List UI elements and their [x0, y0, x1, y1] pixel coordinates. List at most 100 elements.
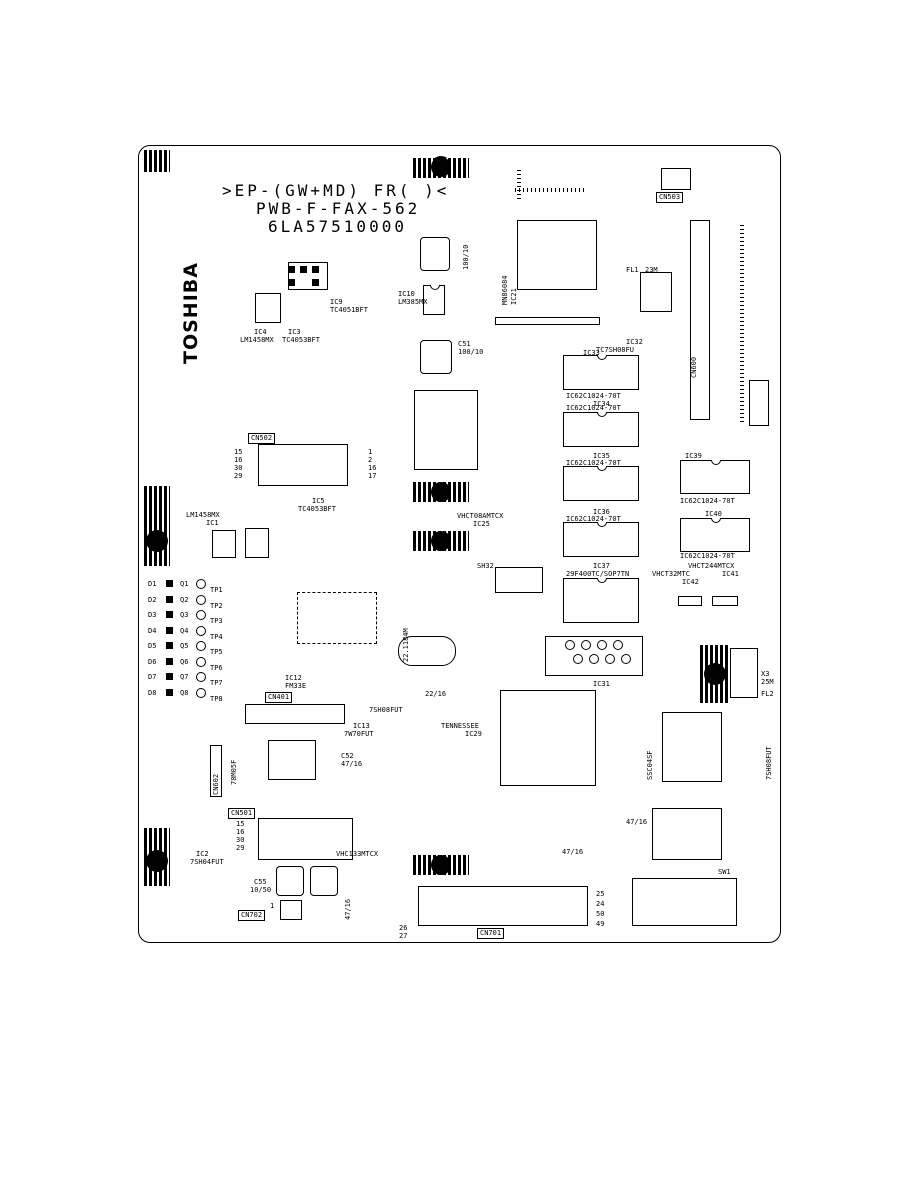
- r63-r66-pack: [495, 567, 543, 593]
- diode-body: [166, 611, 173, 618]
- c55-val: 10/50: [250, 886, 272, 894]
- ic2-part: 7SH04FUT: [190, 858, 224, 866]
- cn701-connector: [418, 886, 588, 926]
- cn600-connector: [690, 220, 710, 420]
- r-array-top: [515, 188, 585, 192]
- test-point-label: TP4: [210, 633, 223, 641]
- cn501-connector: [258, 818, 353, 860]
- board-title-line3: 6LA57510000: [268, 217, 407, 236]
- ic73-part: VHC133MTCX: [336, 850, 379, 858]
- x3-crystal: [730, 648, 758, 698]
- x1-val: 22.1184M: [402, 628, 410, 662]
- ic10-part: LM385MX: [398, 298, 428, 306]
- ic1-part: LM1458MX: [186, 511, 220, 519]
- mounting-hole-left-1: [146, 530, 168, 552]
- ic41-ref: IC41: [722, 570, 739, 578]
- ic3-ref: IC3: [288, 328, 301, 336]
- sw1-label: SW1: [718, 868, 731, 876]
- c55-cap: [276, 866, 304, 896]
- board-title-line1: >EP-(GW+MD) FR( )<: [222, 181, 450, 200]
- diode-label: D3: [148, 611, 157, 619]
- ic39-chip: [680, 460, 750, 494]
- cn502-pin-2: 2: [368, 456, 373, 464]
- ic36-chip: [563, 522, 639, 557]
- pad-2: [581, 640, 591, 650]
- ic37-chip: [563, 578, 639, 623]
- r-pack-t6: [495, 317, 600, 325]
- ic4-chip: [255, 293, 281, 323]
- transistor-label: Q4: [180, 627, 189, 635]
- mounting-hole-mid-1: [431, 482, 451, 502]
- transistor-label: Q6: [180, 658, 189, 666]
- c52-val: 47/16: [341, 760, 363, 768]
- ic8-part: 78M05F: [230, 759, 238, 785]
- ic42-part: VHCT244MTCX: [688, 562, 735, 570]
- cn502-pin-1: 1: [368, 448, 373, 456]
- toshiba-logo: TOSHIBA: [180, 262, 202, 364]
- ic37-part: 29F400TC/SOP7TN: [566, 570, 630, 578]
- ic34-ref: IC34: [593, 400, 610, 408]
- board-title-line2: PWB-F-FAX-562: [256, 199, 421, 218]
- ic1-chip: [212, 530, 236, 558]
- pcb-board-outline: [138, 145, 781, 943]
- ic53-part: SSC04SF: [646, 750, 654, 780]
- test-point-label: TP5: [210, 648, 223, 656]
- ic53-chip: [662, 712, 722, 782]
- edge-pad-left-top: [144, 150, 170, 172]
- cn502-pin-16: 16: [234, 456, 243, 464]
- c118-val: 47/16: [626, 818, 648, 826]
- c52-label: C52: [341, 752, 354, 760]
- ic21-chip: [517, 220, 597, 290]
- cn701-pin-27: 27: [399, 932, 408, 940]
- ic34-part: IC62C1024-70T: [566, 404, 621, 412]
- c51-cap: [420, 340, 452, 374]
- pad-6: [589, 654, 599, 664]
- cn401-label: CN401: [265, 692, 293, 703]
- transistor-label: Q5: [180, 642, 189, 650]
- c55-label: C55: [254, 878, 267, 886]
- mounting-hole-left-2: [146, 850, 168, 872]
- cn502-pin-16r: 16: [368, 464, 377, 472]
- ic21-ref: IC21: [510, 288, 518, 305]
- ic8-chip: [268, 740, 316, 780]
- smd-d10: [288, 266, 295, 273]
- ic29-part: TENNESSEE: [441, 722, 479, 730]
- c51-label: C51: [458, 340, 471, 348]
- fl2-label: FL2: [761, 690, 774, 698]
- ic35-ref: IC35: [593, 452, 610, 460]
- ic39-ref: IC39: [685, 452, 702, 460]
- ic33-chip: [563, 355, 639, 390]
- ic3-part: TC4053BFT: [282, 336, 320, 344]
- ic29-ref: IC29: [465, 730, 482, 738]
- ic1-ref: IC1: [206, 519, 219, 527]
- fl1-label: FL1: [626, 266, 639, 274]
- transistor-label: Q1: [180, 580, 189, 588]
- c88-val: 22/16: [425, 690, 447, 698]
- ic5-ref: IC5: [312, 497, 325, 505]
- diode-label: D7: [148, 673, 157, 681]
- ic9-ref: IC9: [330, 298, 343, 306]
- ic12-part: FM33E: [285, 682, 307, 690]
- diode-body: [166, 627, 173, 634]
- ic42-ref: IC42: [682, 578, 699, 586]
- cn702-label: CN702: [238, 910, 266, 921]
- pad-8: [621, 654, 631, 664]
- pad-4: [613, 640, 623, 650]
- x2-crystal: [640, 272, 672, 312]
- cn503-connector: [661, 168, 691, 190]
- cn502-connector: [258, 444, 348, 486]
- cn701-pin-26: 26: [399, 924, 408, 932]
- ic35-part: IC62C1024-70T: [566, 459, 621, 467]
- cn502-pin-15: 15: [234, 448, 243, 456]
- ic4-ref: IC4: [254, 328, 267, 336]
- pad-3: [597, 640, 607, 650]
- ic40-ref: IC40: [705, 510, 722, 518]
- ic29-chip: [500, 690, 596, 786]
- ic21-part: MN86084: [501, 275, 509, 305]
- ic41-part: VHCT32MTC: [652, 570, 690, 578]
- ic5-part: TC4053BFT: [298, 505, 336, 513]
- cn502-label: CN502: [248, 433, 276, 444]
- ic32-part: TC7SH08FU: [596, 346, 634, 354]
- ic12-footprint: [297, 592, 377, 644]
- ic36-part: IC62C1024-70T: [566, 515, 621, 523]
